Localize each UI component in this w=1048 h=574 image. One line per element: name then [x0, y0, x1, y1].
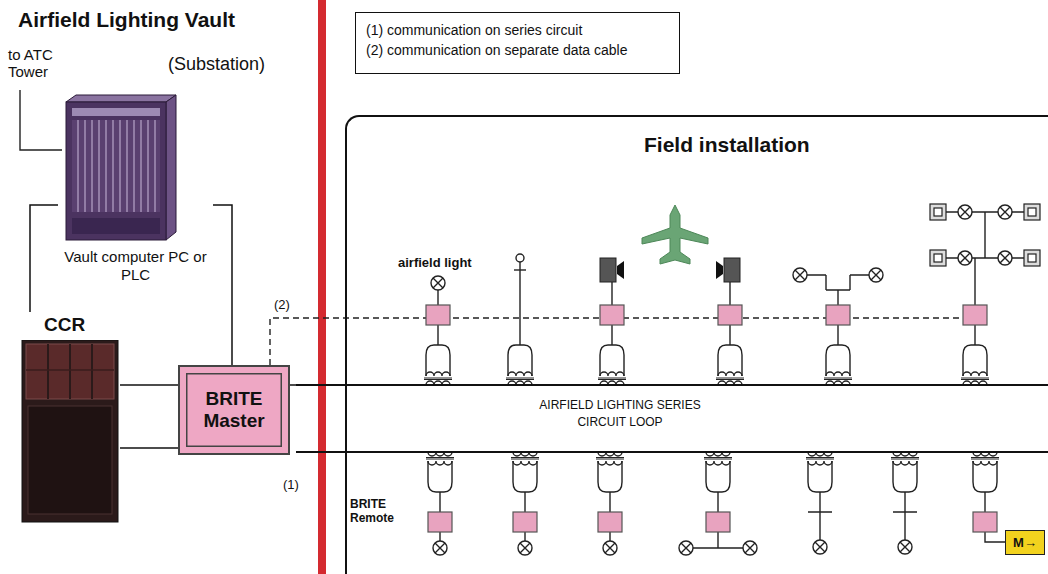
node-text: (2) communication on separate data cable [366, 40, 669, 60]
node-text: M→ [1013, 535, 1037, 550]
airfield-lamps-bottom [433, 540, 912, 555]
brite-remote-top [426, 305, 987, 325]
wire-connector [120, 384, 178, 386]
divider-bar [318, 0, 326, 574]
node-text: Vault computer PC or PLC [58, 248, 213, 284]
ccr-cabinet: CCR [20, 312, 120, 524]
callout-number: (1) [283, 478, 299, 493]
brite-remote-bottom [428, 512, 997, 532]
top-device-wiring [438, 212, 1033, 325]
brite-master-box: BRITE Master [178, 365, 290, 455]
node-text: (1) communication on series circuit [366, 20, 669, 40]
transformer-row-top [424, 325, 989, 385]
callout-number: (2) [274, 298, 290, 313]
part-label: BRITE Remote [350, 498, 412, 526]
transformer-row-bottom [426, 452, 999, 512]
aircraft-icon [642, 205, 708, 264]
motor-box: M→ [1005, 530, 1045, 555]
node-text: CCR [44, 314, 120, 336]
part-label: airfield light [398, 256, 472, 271]
diagram-title: Airfield Lighting Vault [18, 8, 235, 32]
wire-connector [120, 447, 178, 449]
node-text: Field installation [644, 133, 810, 157]
vault-computer: Vault computer PC or PLC [58, 92, 213, 292]
field-panel: Field installationM→ [345, 115, 1048, 574]
destination-label: to ATC Tower [8, 46, 72, 81]
series-loop-band: AIRFIELD LIGHTING SERIES CIRCUIT LOOP [296, 384, 1048, 453]
sign-boxes [930, 204, 1040, 266]
airfield-lamps-top [431, 205, 1012, 290]
legend-box: (1) communication on series circuit(2) c… [355, 12, 680, 74]
node-text: BRITE Master [190, 388, 278, 432]
wire-connector [213, 205, 232, 365]
node-text: AIRFIELD LIGHTING SERIES CIRCUIT LOOP [535, 397, 705, 431]
area-label: (Substation) [168, 54, 265, 75]
wire-connector [30, 205, 58, 312]
atc-link [20, 90, 62, 150]
